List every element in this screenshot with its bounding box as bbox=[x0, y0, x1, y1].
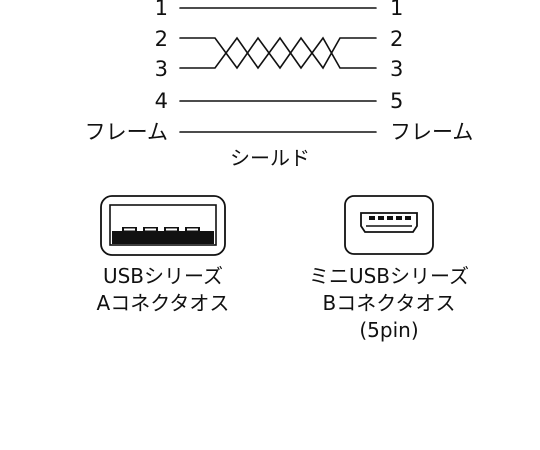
wire-2 bbox=[179, 36, 377, 70]
mini-usb-caption-line2: Bコネクタオス bbox=[322, 291, 456, 315]
usb-a-caption-line2: Aコネクタオス bbox=[96, 291, 230, 315]
usb-a-caption-line1: USBシリーズ bbox=[102, 264, 224, 288]
pin-right-1: 1 bbox=[390, 0, 404, 20]
pin-left-4: 4 bbox=[154, 89, 168, 113]
frame-right-label: フレーム bbox=[390, 120, 474, 144]
pin-right-3: 3 bbox=[390, 57, 404, 81]
pin-right-2: 2 bbox=[390, 27, 404, 51]
shield-label: シールド bbox=[230, 146, 310, 170]
mini-usb-caption-line3: (5pin) bbox=[359, 318, 419, 342]
pin-left-2: 2 bbox=[154, 27, 168, 51]
pin-left-1: 1 bbox=[154, 0, 168, 20]
mini-usb-caption-line1: ミニUSBシリーズ bbox=[308, 264, 470, 288]
wire-3 bbox=[179, 36, 377, 70]
pin-left-3: 3 bbox=[154, 57, 168, 81]
pin-right-5: 5 bbox=[390, 89, 404, 113]
frame-left-label: フレーム bbox=[84, 120, 168, 144]
